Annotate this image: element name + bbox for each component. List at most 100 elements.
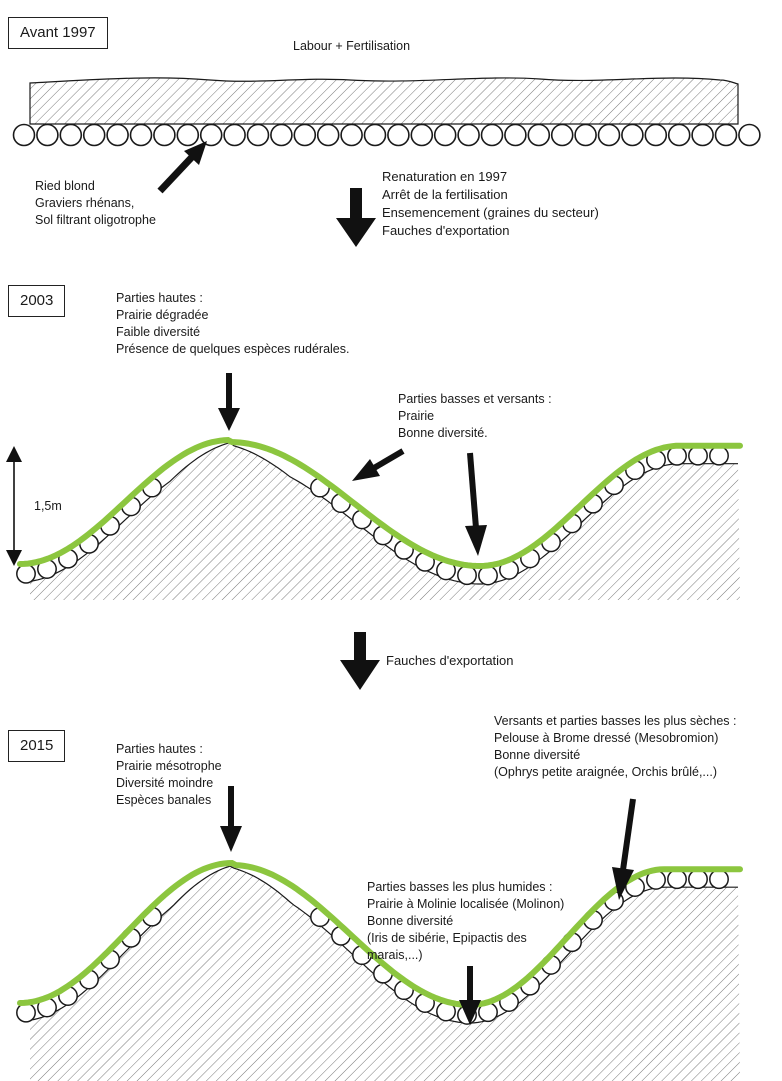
terrain-2015 bbox=[16, 859, 743, 1081]
high-2015-line: Parties hautes : bbox=[116, 742, 203, 756]
gravel-pebble bbox=[153, 123, 176, 147]
step-line: Fauches d'exportation bbox=[382, 223, 510, 238]
gravel-pebble bbox=[363, 123, 387, 147]
wet-2015-line: (Iris de sibérie, Epipactis des bbox=[367, 931, 527, 945]
gravel-pebble bbox=[340, 123, 363, 147]
renaturation-steps: Renaturation en 1997 Arrêt de la fertili… bbox=[382, 168, 599, 240]
high-2015-line: Espèces banales bbox=[116, 793, 212, 807]
gravel-pebble bbox=[478, 565, 498, 586]
gravel-pebble bbox=[59, 123, 83, 147]
gravel-pebble bbox=[550, 123, 574, 147]
year-label-2003: 2003 bbox=[20, 292, 54, 309]
pointer-arrow-slope-2003 bbox=[352, 448, 405, 481]
pointer-arrow-high-2003 bbox=[218, 373, 240, 431]
high-2003-line: Présence de quelques espèces rudérales. bbox=[116, 342, 350, 356]
year-box-2015: 2015 bbox=[8, 730, 66, 762]
hatched-subsoil-2015 bbox=[30, 866, 740, 1081]
transition-arrow-1997-2003 bbox=[336, 188, 376, 247]
gravel-pebble bbox=[621, 123, 644, 147]
year-box-avant-1997: Avant 1997 bbox=[8, 17, 108, 49]
height-label: 1,5m bbox=[34, 499, 62, 513]
year-box-2003: 2003 bbox=[8, 285, 66, 317]
high-parts-2015-label: Parties hautes : Prairie mésotrophe Dive… bbox=[116, 741, 222, 809]
gravel-pebble bbox=[246, 123, 270, 147]
gravel-row-1997 bbox=[12, 123, 761, 147]
low-2003-line: Bonne diversité. bbox=[398, 426, 488, 440]
pointer-arrow-wet-2015 bbox=[459, 966, 481, 1025]
gravel-pebble bbox=[223, 123, 246, 147]
gravel-pebble bbox=[709, 445, 729, 466]
soil-description: Ried blond Graviers rhénans, Sol filtran… bbox=[35, 178, 156, 229]
gravel-pebble bbox=[527, 123, 551, 147]
gravel-pebble bbox=[667, 123, 691, 147]
gravel-pebble bbox=[293, 123, 317, 147]
gravel-pebble bbox=[691, 123, 714, 147]
wet-2015-line: marais,...) bbox=[367, 948, 423, 962]
low-parts-2003-label: Parties basses et versants : Prairie Bon… bbox=[398, 391, 552, 442]
gravel-pebble bbox=[457, 123, 480, 147]
gravel-pebble bbox=[199, 123, 223, 147]
gravel-pebble bbox=[714, 123, 738, 147]
step-line: Ensemencement (graines du secteur) bbox=[382, 205, 599, 220]
gravel-pebble bbox=[688, 869, 708, 890]
low-2003-line: Prairie bbox=[398, 409, 435, 423]
year-label-2015: 2015 bbox=[20, 737, 54, 754]
pointer-arrow-dry-2015 bbox=[612, 798, 636, 900]
ploughing-label: Labour + Fertilisation bbox=[293, 39, 411, 53]
gravel-pebble bbox=[738, 123, 761, 147]
high-parts-2003-label: Parties hautes : Prairie dégradée Faible… bbox=[116, 290, 349, 358]
gravel-pebble bbox=[16, 1002, 36, 1023]
gravel-pebble bbox=[504, 123, 527, 147]
height-arrow-2003 bbox=[6, 446, 22, 566]
step-line: Renaturation en 1997 bbox=[382, 169, 508, 184]
dry-2015-line: Bonne diversité bbox=[494, 748, 581, 762]
gravel-pebble bbox=[667, 869, 687, 890]
grass-line-2003 bbox=[17, 436, 743, 570]
pointer-arrow-low-2003 bbox=[465, 452, 487, 556]
high-2003-line: Prairie dégradée bbox=[116, 308, 209, 322]
hatched-subsoil-2003 bbox=[30, 442, 740, 600]
wet-parts-2015-label: Parties basses les plus humides : Prairi… bbox=[367, 879, 564, 964]
transition-arrow-2003-2015 bbox=[340, 632, 380, 690]
wet-2015-line: Bonne diversité bbox=[367, 914, 454, 928]
gravel-pebble bbox=[82, 123, 106, 147]
wet-2015-line: Parties basses les plus humides : bbox=[367, 880, 553, 894]
high-2015-line: Prairie mésotrophe bbox=[116, 759, 222, 773]
high-2003-line: Parties hautes : bbox=[116, 291, 203, 305]
gravel-pebble bbox=[480, 123, 504, 147]
soil-line: Sol filtrant oligotrophe bbox=[35, 213, 156, 227]
gravel-pebble bbox=[644, 123, 668, 147]
gravel-pebble bbox=[12, 123, 36, 147]
gravel-pebble bbox=[176, 123, 200, 147]
year-label-1997: Avant 1997 bbox=[20, 24, 96, 41]
high-2015-line: Diversité moindre bbox=[116, 776, 214, 790]
gravel-pebble bbox=[574, 123, 597, 147]
gravel-pebble bbox=[129, 123, 153, 147]
terrain-2003 bbox=[16, 436, 743, 600]
gravel-pebble bbox=[410, 123, 434, 147]
gravel-pebble bbox=[316, 123, 340, 147]
soil-line: Graviers rhénans, bbox=[35, 196, 135, 210]
soil-line: Ried blond bbox=[35, 179, 95, 193]
gravel-pebble bbox=[387, 123, 410, 147]
dry-2015-line: Versants et parties basses les plus sèch… bbox=[494, 714, 737, 728]
gravel-pebble bbox=[688, 445, 708, 466]
dry-2015-line: Pelouse à Brome dressé (Mesobromion) bbox=[494, 731, 719, 745]
dry-parts-2015-label: Versants et parties basses les plus sèch… bbox=[494, 713, 737, 781]
mowing-step: Fauches d'exportation bbox=[386, 653, 514, 668]
gravel-pebble bbox=[270, 123, 293, 147]
gravel-pebble bbox=[433, 123, 457, 147]
gravel-pebble bbox=[106, 123, 129, 147]
step-line: Arrêt de la fertilisation bbox=[382, 187, 508, 202]
gravel-pebble bbox=[597, 123, 621, 147]
pointer-arrow-high-2015 bbox=[220, 786, 242, 852]
dry-2015-line: (Ophrys petite araignée, Orchis brûlé,..… bbox=[494, 765, 718, 779]
wet-2015-line: Prairie à Molinie localisée (Molinon) bbox=[367, 897, 565, 911]
high-2003-line: Faible diversité bbox=[116, 325, 201, 339]
ploughed-soil-layer bbox=[29, 77, 739, 125]
gravel-pebble bbox=[709, 869, 729, 890]
low-2003-line: Parties basses et versants : bbox=[398, 392, 552, 406]
pointer-arrow-soil-1997 bbox=[157, 141, 207, 194]
